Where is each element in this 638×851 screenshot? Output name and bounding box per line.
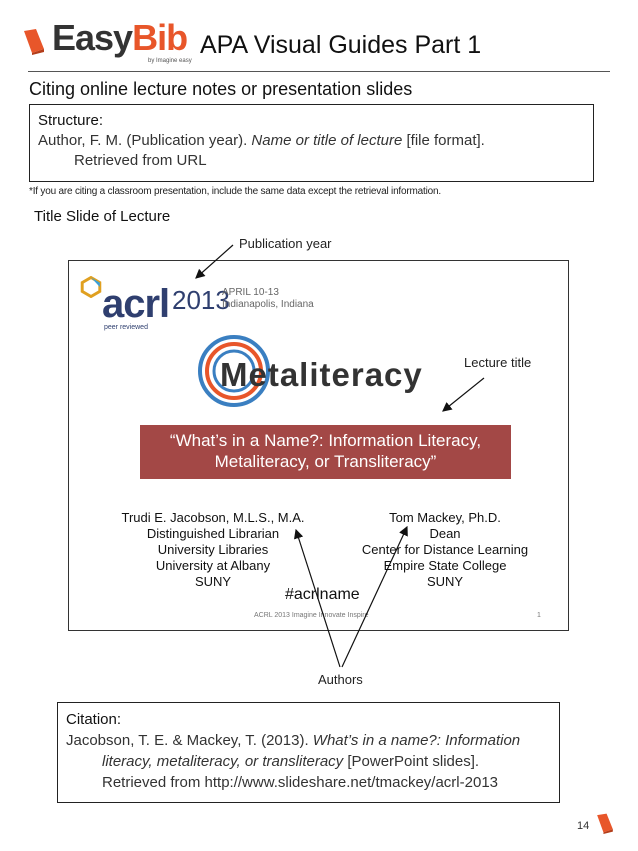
header-divider — [28, 71, 610, 72]
metaliteracy-wordmark: Metaliteracy — [220, 356, 423, 393]
conference-info: APRIL 10-13 Indianapolis, Indiana — [222, 287, 314, 310]
lecture-title-banner: “What’s in a Name?: Information Literacy… — [140, 425, 511, 479]
acrl-year: 2013 — [172, 285, 230, 315]
acrl-logo-text: acrl — [102, 282, 170, 326]
logo-tagline: by Imagine easy — [148, 58, 192, 64]
slide-footer: ACRL 2013 Imagine Innovate Inspire — [254, 612, 369, 619]
acrl-hexagon-icon — [80, 276, 102, 298]
publication-year-annotation: Publication year — [239, 236, 332, 251]
easybib-book-icon — [24, 29, 44, 55]
slide-hashtag: #acrlname — [285, 586, 360, 603]
structure-label: Structure: — [38, 112, 104, 129]
page-title: APA Visual Guides Part 1 — [200, 31, 482, 59]
page-number: 14 — [577, 820, 590, 832]
easybib-logo: EasyBib — [52, 17, 188, 58]
structure-line-1: Author, F. M. (Publication year). Name o… — [38, 132, 485, 149]
section-heading: Citing online lecture notes or presentat… — [29, 79, 413, 99]
citation-line-2: literacy, metaliteracy, or transliteracy… — [102, 753, 480, 770]
citation-line-3: Retrieved from http://www.slideshare.net… — [102, 774, 498, 791]
authors-annotation: Authors — [318, 672, 363, 687]
title-slide-label: Title Slide of Lecture — [34, 208, 171, 225]
metaliteracy-circle-icon — [198, 335, 270, 407]
structure-line-2: Retrieved from URL — [74, 152, 207, 169]
classroom-note: *If you are citing a classroom presentat… — [29, 186, 441, 197]
citation-line-1: Jacobson, T. E. & Mackey, T. (2013). Wha… — [66, 732, 521, 749]
citation-box: Citation: Jacobson, T. E. & Mackey, T. (… — [57, 702, 560, 803]
slide-number: 1 — [537, 612, 541, 619]
acrl-subtitle: peer reviewed — [104, 324, 148, 331]
citation-label: Citation: — [66, 711, 122, 728]
structure-box: Structure: Author, F. M. (Publication ye… — [29, 104, 594, 182]
lecture-title-annotation: Lecture title — [464, 355, 532, 370]
easybib-book-icon-footer — [597, 813, 613, 834]
author-block-jacobson: Trudi E. Jacobson, M.L.S., M.A.Distingui… — [121, 510, 305, 589]
